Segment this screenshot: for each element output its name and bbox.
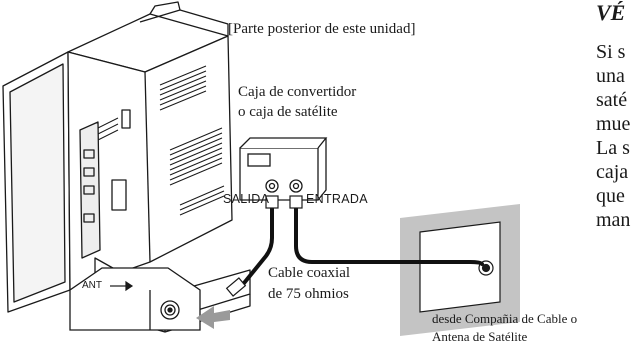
converter-box xyxy=(239,137,328,201)
tv-rear-illustration xyxy=(2,1,251,333)
side-text-line: saté xyxy=(596,89,628,111)
side-text-line: que xyxy=(596,185,625,207)
side-section-title: VÉ xyxy=(596,0,626,25)
converter-box-label-line1: Caja de convertidor xyxy=(238,84,357,100)
ant-jack-label: ANT xyxy=(82,280,102,291)
ant-arrow-icon xyxy=(110,280,134,292)
input-port-label: ENTRADA xyxy=(306,192,368,206)
cable-label-line1: Cable coaxial xyxy=(268,265,351,281)
connection-arrow-icon xyxy=(196,306,230,329)
side-text-line: mue xyxy=(596,113,631,135)
side-text-line: Si s xyxy=(596,41,626,63)
output-port-label: SALIDA xyxy=(223,192,270,206)
coaxial-cables xyxy=(238,196,484,290)
side-text-line: caja xyxy=(596,161,629,183)
ant-callout xyxy=(69,267,201,331)
side-text-line: una xyxy=(596,65,625,87)
source-label-line2: Antena de Satélite xyxy=(432,329,528,344)
wall-outlet xyxy=(400,204,520,336)
converter-box-label-line2: o caja de satélite xyxy=(238,104,338,120)
side-text-line: La s xyxy=(596,137,630,159)
cable-label-line2: de 75 ohmios xyxy=(268,286,349,302)
source-label-line1: desde Compañia de Cable o xyxy=(432,311,578,326)
side-text-line: man xyxy=(596,209,631,231)
cable-connectors xyxy=(225,195,303,297)
rear-view-caption: [Parte posterior de este unidad] xyxy=(228,21,416,37)
